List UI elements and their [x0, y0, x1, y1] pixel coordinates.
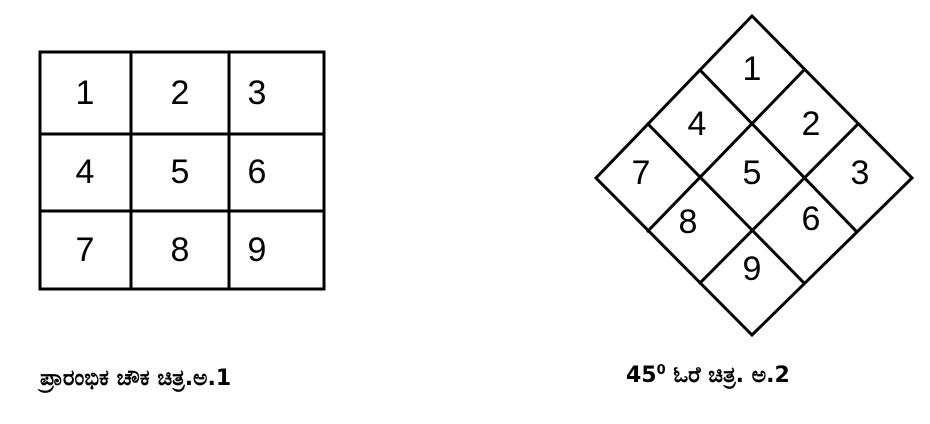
caption-left-text: ಪ್ರಾರಂಭಿಕ ಚೌಕ ಚಿತ್ರ.ಅ.1 [40, 366, 232, 391]
diamond-cell-5: 5 [743, 154, 762, 192]
diamond-cell-7: 7 [632, 154, 651, 192]
square-cell-8: 8 [171, 231, 190, 269]
caption-right-degrees: 45 [626, 363, 657, 388]
diamond-cell-8: 8 [679, 203, 698, 241]
square-cell-7: 7 [76, 231, 95, 269]
diamond-cell-3: 3 [851, 154, 870, 192]
caption-right-degree-sign: 0 [656, 363, 666, 378]
figure-caption-right: 450 ಓರೆ ಚಿತ್ರ. ಅ.2 [626, 363, 790, 388]
square-grid: 1 2 3 4 5 6 7 8 9 [38, 50, 326, 291]
diamond-cell-1: 1 [743, 50, 762, 88]
figure-caption-left: ಪ್ರಾರಂಭಿಕ ಚೌಕ ಚಿತ್ರ.ಅ.1 [40, 366, 231, 391]
square-cell-1: 1 [76, 74, 95, 112]
square-cell-4: 4 [76, 153, 95, 191]
diamond-cell-2: 2 [802, 105, 821, 143]
diamond-grid: 1 23 45 6 78 9 [593, 13, 915, 338]
square-cell-6: 6 [248, 153, 267, 191]
diamond-cell-6: 6 [802, 200, 821, 238]
square-cell-2: 2 [171, 74, 190, 112]
diamond-cell-4: 4 [688, 105, 707, 143]
diamond-cell-9: 9 [743, 250, 762, 288]
square-cell-5: 5 [171, 153, 190, 191]
square-cell-9: 9 [248, 231, 267, 269]
caption-right-text: ಓರೆ ಚಿತ್ರ. ಅ.2 [665, 363, 790, 388]
square-cell-3: 3 [248, 74, 267, 112]
